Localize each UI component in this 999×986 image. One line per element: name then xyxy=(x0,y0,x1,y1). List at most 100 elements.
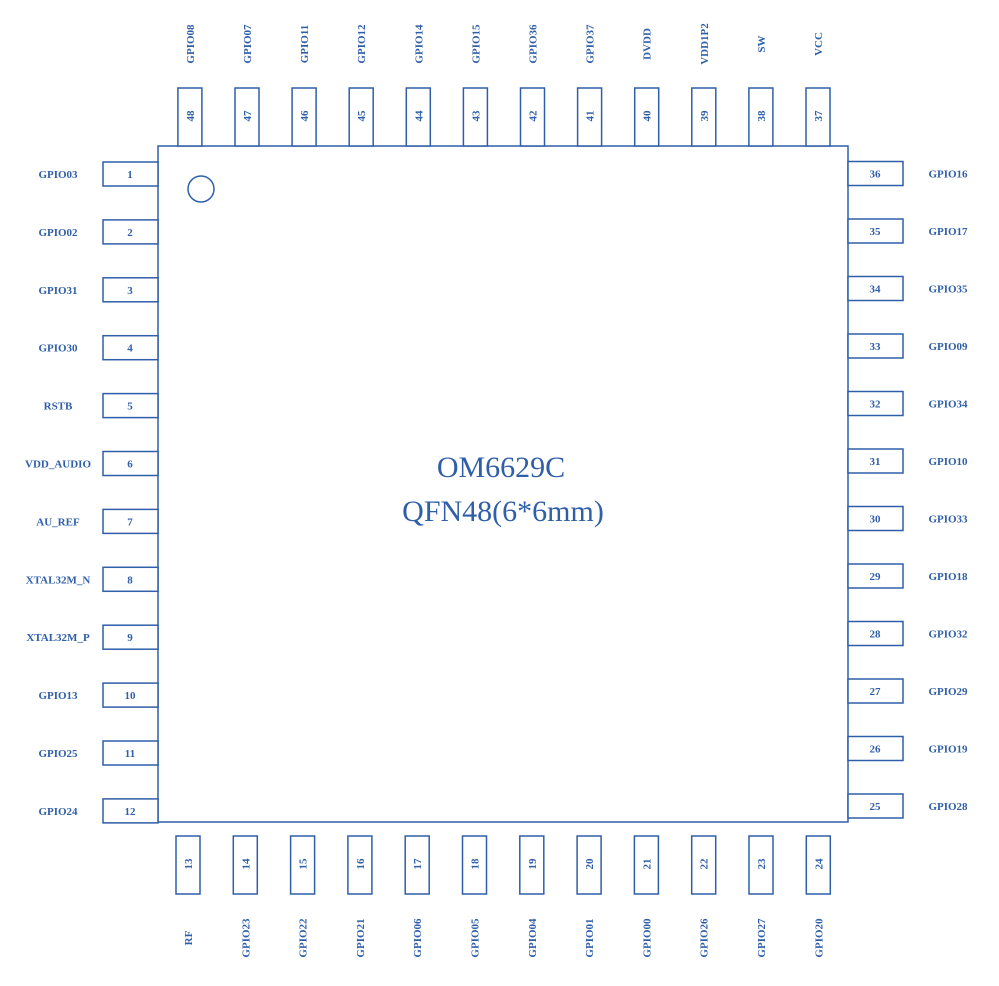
pin-42-number: 42 xyxy=(528,110,540,122)
pin-44-box xyxy=(405,87,432,147)
pin-44-label: GPIO14 xyxy=(413,24,425,64)
pin-8-box xyxy=(102,566,159,593)
pin-39-number: 39 xyxy=(699,110,711,122)
pin-37-box xyxy=(805,87,831,147)
pin-20-box xyxy=(576,835,602,895)
pin-7-box xyxy=(102,508,159,535)
pin-44-number: 44 xyxy=(413,110,425,122)
pin-42-box xyxy=(519,87,546,147)
pin-48-number: 48 xyxy=(185,110,197,122)
pin-3-label: GPIO31 xyxy=(38,285,77,297)
pin-16-label: GPIO21 xyxy=(355,918,367,957)
pin-34-number: 34 xyxy=(870,284,882,296)
pin-43-box xyxy=(462,87,489,147)
pin-21-box xyxy=(633,835,660,895)
pin-39-box xyxy=(691,87,717,147)
pin-46-box xyxy=(291,87,317,147)
pin1-marker xyxy=(187,175,215,203)
pin-45-label: GPIO12 xyxy=(356,24,368,64)
pin-19-label: GPIO04 xyxy=(527,918,539,958)
pin-43-label: GPIO15 xyxy=(470,24,482,64)
pin-17-box xyxy=(404,835,430,895)
pin-6-label: VDD_AUDIO xyxy=(25,459,91,471)
pin-32-number: 32 xyxy=(870,399,882,411)
pin-25-number: 25 xyxy=(870,801,882,813)
pin-30-number: 30 xyxy=(870,514,882,526)
pin-2-label: GPIO02 xyxy=(38,227,78,239)
pin-24-box xyxy=(805,835,832,895)
pin-6-number: 6 xyxy=(127,459,133,471)
pin-2-box xyxy=(102,219,159,245)
pin-11-box xyxy=(102,740,159,766)
pin-13-box xyxy=(175,835,201,895)
pin-5-box xyxy=(102,392,159,419)
pin-2-number: 2 xyxy=(127,227,133,239)
pin-10-label: GPIO13 xyxy=(38,690,78,702)
pin-25-box xyxy=(847,793,904,819)
chip-part-number: OM6629C xyxy=(437,451,565,484)
pin-9-number: 9 xyxy=(127,632,133,644)
pin-29-label: GPIO18 xyxy=(928,571,968,583)
pin-40-label: DVDD xyxy=(642,28,654,60)
pin-15-number: 15 xyxy=(298,858,310,870)
pin-23-box xyxy=(748,835,774,895)
pin-23-number: 23 xyxy=(756,858,768,870)
pin-24-label: GPIO20 xyxy=(813,918,825,958)
pin-6-box xyxy=(102,450,159,477)
pin-20-label: GPIO01 xyxy=(584,918,596,957)
pin-7-label: AU_REF xyxy=(36,516,80,528)
pin-28-box xyxy=(847,620,904,647)
pin-22-number: 22 xyxy=(699,858,711,870)
pin-1-box xyxy=(102,161,159,187)
pin-28-number: 28 xyxy=(870,629,882,641)
pin-35-label: GPIO17 xyxy=(928,226,968,238)
pin-31-label: GPIO10 xyxy=(928,456,968,468)
pin-10-box xyxy=(102,682,159,708)
pin-26-number: 26 xyxy=(870,744,882,756)
pin-14-label: GPIO23 xyxy=(240,918,252,958)
pin-38-label: SW xyxy=(756,35,768,52)
pin-41-number: 41 xyxy=(585,111,597,122)
pin-4-box xyxy=(102,334,159,361)
pin-12-number: 12 xyxy=(125,806,137,818)
pin-31-number: 31 xyxy=(870,456,881,468)
pin-40-number: 40 xyxy=(642,110,654,122)
pin-16-box xyxy=(347,835,373,895)
pin-38-box xyxy=(748,87,774,147)
pin-10-number: 10 xyxy=(125,690,137,702)
pin-46-label: GPIO11 xyxy=(299,25,311,64)
pin-17-number: 17 xyxy=(412,858,424,870)
pin-14-box xyxy=(232,835,259,895)
pin-5-label: RSTB xyxy=(44,401,73,413)
pin-35-box xyxy=(847,218,904,244)
pin-15-box xyxy=(289,835,316,895)
pin-5-number: 5 xyxy=(127,401,133,413)
pin-28-label: GPIO32 xyxy=(928,629,968,641)
pin-35-number: 35 xyxy=(870,226,882,238)
pin-43-number: 43 xyxy=(470,110,482,122)
pin-48-box xyxy=(177,87,203,147)
pin-42-label: GPIO36 xyxy=(528,24,540,64)
pin-47-number: 47 xyxy=(242,110,254,122)
pin-37-number: 37 xyxy=(813,110,825,122)
pin-30-box xyxy=(847,505,904,532)
pin-34-box xyxy=(847,275,904,302)
pin-13-label: RF xyxy=(183,930,195,945)
pin-4-label: GPIO30 xyxy=(38,343,78,355)
pin-12-box xyxy=(102,798,159,824)
pin-22-label: GPIO26 xyxy=(699,918,711,958)
pin-45-number: 45 xyxy=(356,110,368,122)
pin-34-label: GPIO35 xyxy=(928,284,968,296)
pin-26-box xyxy=(847,735,904,762)
pin-29-box xyxy=(847,563,904,589)
pin-33-number: 33 xyxy=(870,341,882,353)
pin-38-number: 38 xyxy=(756,110,768,122)
pin-9-box xyxy=(102,624,159,650)
pin-16-number: 16 xyxy=(355,858,367,870)
pin-3-number: 3 xyxy=(127,285,133,297)
pin-8-label: XTAL32M_N xyxy=(26,574,91,586)
pin-30-label: GPIO33 xyxy=(928,514,968,526)
